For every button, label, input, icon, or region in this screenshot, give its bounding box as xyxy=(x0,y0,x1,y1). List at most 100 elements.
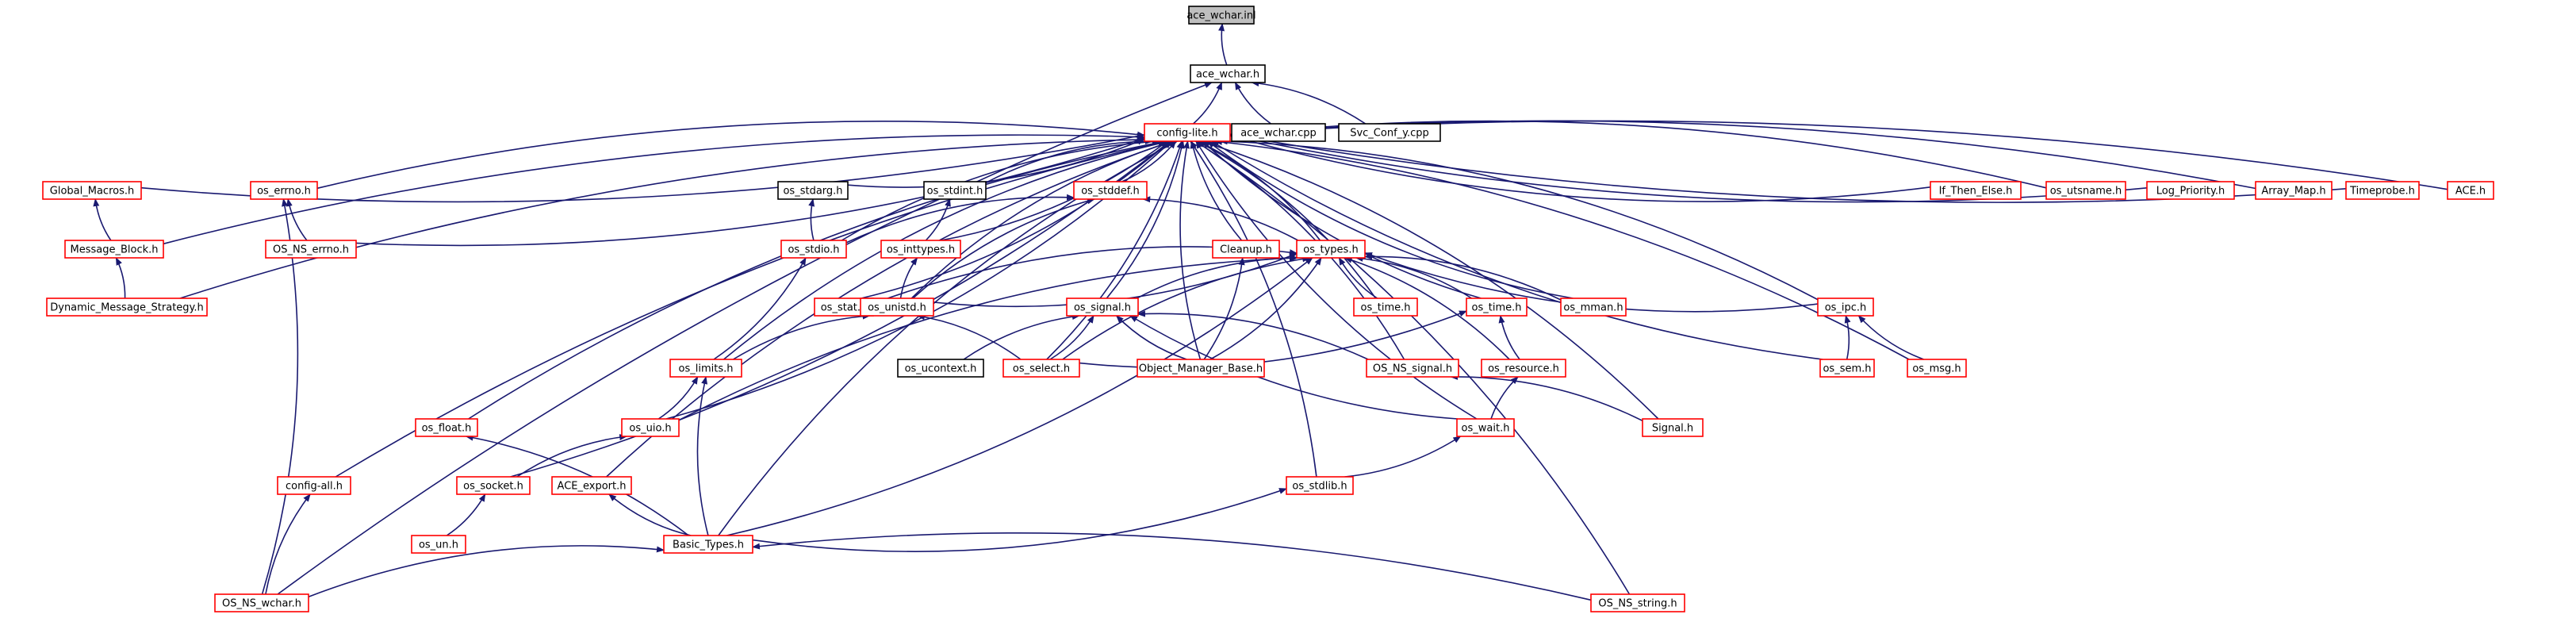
edge-os_ns_errno_h-to-config_lite_h xyxy=(355,137,1145,247)
node-os-float-h[interactable]: os_float.h xyxy=(415,418,478,437)
node-os-ns-signal-h[interactable]: OS_NS_signal.h xyxy=(1366,359,1459,378)
node-box xyxy=(2255,181,2333,200)
node-label: os_ucontext.h xyxy=(905,363,977,375)
node-message-block-h[interactable]: Message_Block.h xyxy=(64,240,164,259)
node-os-socket-h[interactable]: os_socket.h xyxy=(456,476,531,495)
node-box xyxy=(1366,359,1459,378)
node-box xyxy=(1338,123,1441,142)
node-os-unistd-h[interactable]: os_unistd.h xyxy=(860,298,934,317)
node-cleanup-h[interactable]: Cleanup.h xyxy=(1212,240,1280,259)
edge-basic_types_h-to-os_float_h xyxy=(465,434,689,536)
node-config-lite-h[interactable]: config-lite.h xyxy=(1144,123,1231,142)
node-os-uio-h[interactable]: os_uio.h xyxy=(621,418,680,437)
node-os-time-h2[interactable]: os_time.h xyxy=(1353,298,1418,317)
node-box xyxy=(456,476,531,495)
node-label: OS_NS_errno.h xyxy=(273,244,349,256)
node-os-stdio-h[interactable]: os_stdio.h xyxy=(780,240,847,259)
node-box xyxy=(415,418,478,437)
node-box xyxy=(46,298,208,317)
node-ace-wchar-inl[interactable]: ace_wchar.inl xyxy=(1186,6,1256,25)
edge-os_time_h2-to-config_lite_h xyxy=(1196,140,1377,299)
node-os-utsname-h[interactable]: os_utsname.h xyxy=(2045,181,2126,200)
node-label: os_stdarg.h xyxy=(783,186,842,198)
node-os-stat-h[interactable]: os_stat.h xyxy=(814,298,874,317)
node-global-macros-h[interactable]: Global_Macros.h xyxy=(42,181,142,200)
edge-os_select_h-to-os_unistd_h xyxy=(917,313,1022,360)
node-box xyxy=(1817,298,1874,317)
node-box xyxy=(880,240,961,259)
node-os-ucontext-h[interactable]: os_ucontext.h xyxy=(897,359,984,378)
edge-os_stdio_h-to-os_stddef_h xyxy=(845,194,1075,244)
node-os-types-h[interactable]: os_types.h xyxy=(1296,240,1366,259)
node-os-time-h[interactable]: os_time.h xyxy=(1466,298,1528,317)
edge-message_block_h-to-global_macros_h xyxy=(93,198,112,241)
node-box xyxy=(2146,181,2235,200)
node-ace-h[interactable]: ACE.h xyxy=(2447,181,2494,200)
node-box xyxy=(1560,298,1627,317)
edge-os_types_h-to-os_stddef_h xyxy=(1142,196,1299,241)
edge-os_select_h-to-config_lite_h xyxy=(1046,140,1183,360)
node-label: os_signal.h xyxy=(1074,302,1131,314)
node-os-ipc-h[interactable]: os_ipc.h xyxy=(1817,298,1874,317)
edge-os_socket_h-to-os_uio_h xyxy=(516,434,628,478)
edge-dynamic_message_strategy_h-to-config_lite_h xyxy=(179,136,1145,299)
node-timeprobe-h[interactable]: Timeprobe.h xyxy=(2345,181,2420,200)
node-dynamic-message-strategy-h[interactable]: Dynamic_Message_Strategy.h xyxy=(46,298,208,317)
node-ace-wchar-h[interactable]: ace_wchar.h xyxy=(1190,64,1266,83)
node-box xyxy=(277,476,351,495)
node-os-sem-h[interactable]: os_sem.h xyxy=(1819,359,1875,378)
node-os-mman-h[interactable]: os_mman.h xyxy=(1560,298,1627,317)
node-label: ace_wchar.cpp xyxy=(1240,128,1317,140)
node-label: OS_NS_string.h xyxy=(1598,598,1677,610)
node-label: os_limits.h xyxy=(679,363,734,375)
node-ace-export-h[interactable]: ACE_export.h xyxy=(551,476,632,495)
node-label: os_time.h xyxy=(1361,302,1411,314)
node-os-ns-wchar-h[interactable]: OS_NS_wchar.h xyxy=(214,593,309,612)
edge-os_ns_string_h-to-basic_types_h xyxy=(752,532,1592,601)
node-box xyxy=(1188,6,1255,25)
node-os-ns-string-h[interactable]: OS_NS_string.h xyxy=(1590,593,1685,612)
node-svc-conf-y-cpp[interactable]: Svc_Conf_y.cpp xyxy=(1338,123,1441,142)
node-box xyxy=(1456,418,1515,437)
node-os-msg-h[interactable]: os_msg.h xyxy=(1907,359,1967,378)
node-box xyxy=(860,298,934,317)
node-os-stdint-h[interactable]: os_stdint.h xyxy=(923,181,987,200)
node-label: os_stddef.h xyxy=(1081,186,1140,198)
node-os-wait-h[interactable]: os_wait.h xyxy=(1456,418,1515,437)
node-label: Array_Map.h xyxy=(2261,186,2325,198)
node-object-manager-base-h[interactable]: Object_Manager_Base.h xyxy=(1137,359,1265,378)
file-nodes: ace_wchar.inl ace_wchar.h config-lite.h ace… xyxy=(42,6,2494,612)
edge-ace_wchar_h-to-ace_wchar_inl xyxy=(1218,23,1228,66)
node-log-priority-h[interactable]: Log_Priority.h xyxy=(2146,181,2235,200)
node-os-ns-errno-h[interactable]: OS_NS_errno.h xyxy=(265,240,357,259)
edge-os_uio_h-to-os_types_h xyxy=(678,255,1299,421)
edge-os_time_h2-to-os_types_h xyxy=(1338,257,1378,299)
node-os-stdlib-h[interactable]: os_stdlib.h xyxy=(1286,476,1354,495)
node-os-stddef-h[interactable]: os_stddef.h xyxy=(1073,181,1148,200)
node-os-signal-h[interactable]: os_signal.h xyxy=(1066,298,1139,317)
node-basic-types-h[interactable]: Basic_Types.h xyxy=(663,535,753,554)
node-config-all-h[interactable]: config-all.h xyxy=(277,476,351,495)
edge-os_ns_string_h-to-config_lite_h xyxy=(1194,140,1631,595)
node-array-map-h[interactable]: Array_Map.h xyxy=(2255,181,2333,200)
edge-object_manager_base_h-to-os_types_h xyxy=(1209,257,1322,360)
node-os-stdarg-h[interactable]: os_stdarg.h xyxy=(777,181,849,200)
node-if-then-else-h[interactable]: If_Then_Else.h xyxy=(1930,181,2022,200)
node-box xyxy=(1286,476,1354,495)
node-os-select-h[interactable]: os_select.h xyxy=(1002,359,1080,378)
node-os-resource-h[interactable]: os_resource.h xyxy=(1481,359,1566,378)
node-signal-h[interactable]: Signal.h xyxy=(1642,418,1704,437)
node-os-un-h[interactable]: os_un.h xyxy=(411,535,466,554)
node-label: ACE_export.h xyxy=(558,481,627,493)
edge-os_msg_h-to-os_ipc_h xyxy=(1857,315,1924,360)
node-os-inttypes-h[interactable]: os_inttypes.h xyxy=(880,240,961,259)
node-box xyxy=(250,181,318,200)
node-os-errno-h[interactable]: os_errno.h xyxy=(250,181,318,200)
node-box xyxy=(777,181,849,200)
node-box xyxy=(1212,240,1280,259)
node-os-limits-h[interactable]: os_limits.h xyxy=(669,359,742,378)
node-label: os_resource.h xyxy=(1488,363,1559,375)
node-label: os_unistd.h xyxy=(868,302,926,314)
edge-os_stdlib_h-to-config_lite_h xyxy=(1190,140,1317,478)
node-ace-wchar-cpp[interactable]: ace_wchar.cpp xyxy=(1231,123,1326,142)
